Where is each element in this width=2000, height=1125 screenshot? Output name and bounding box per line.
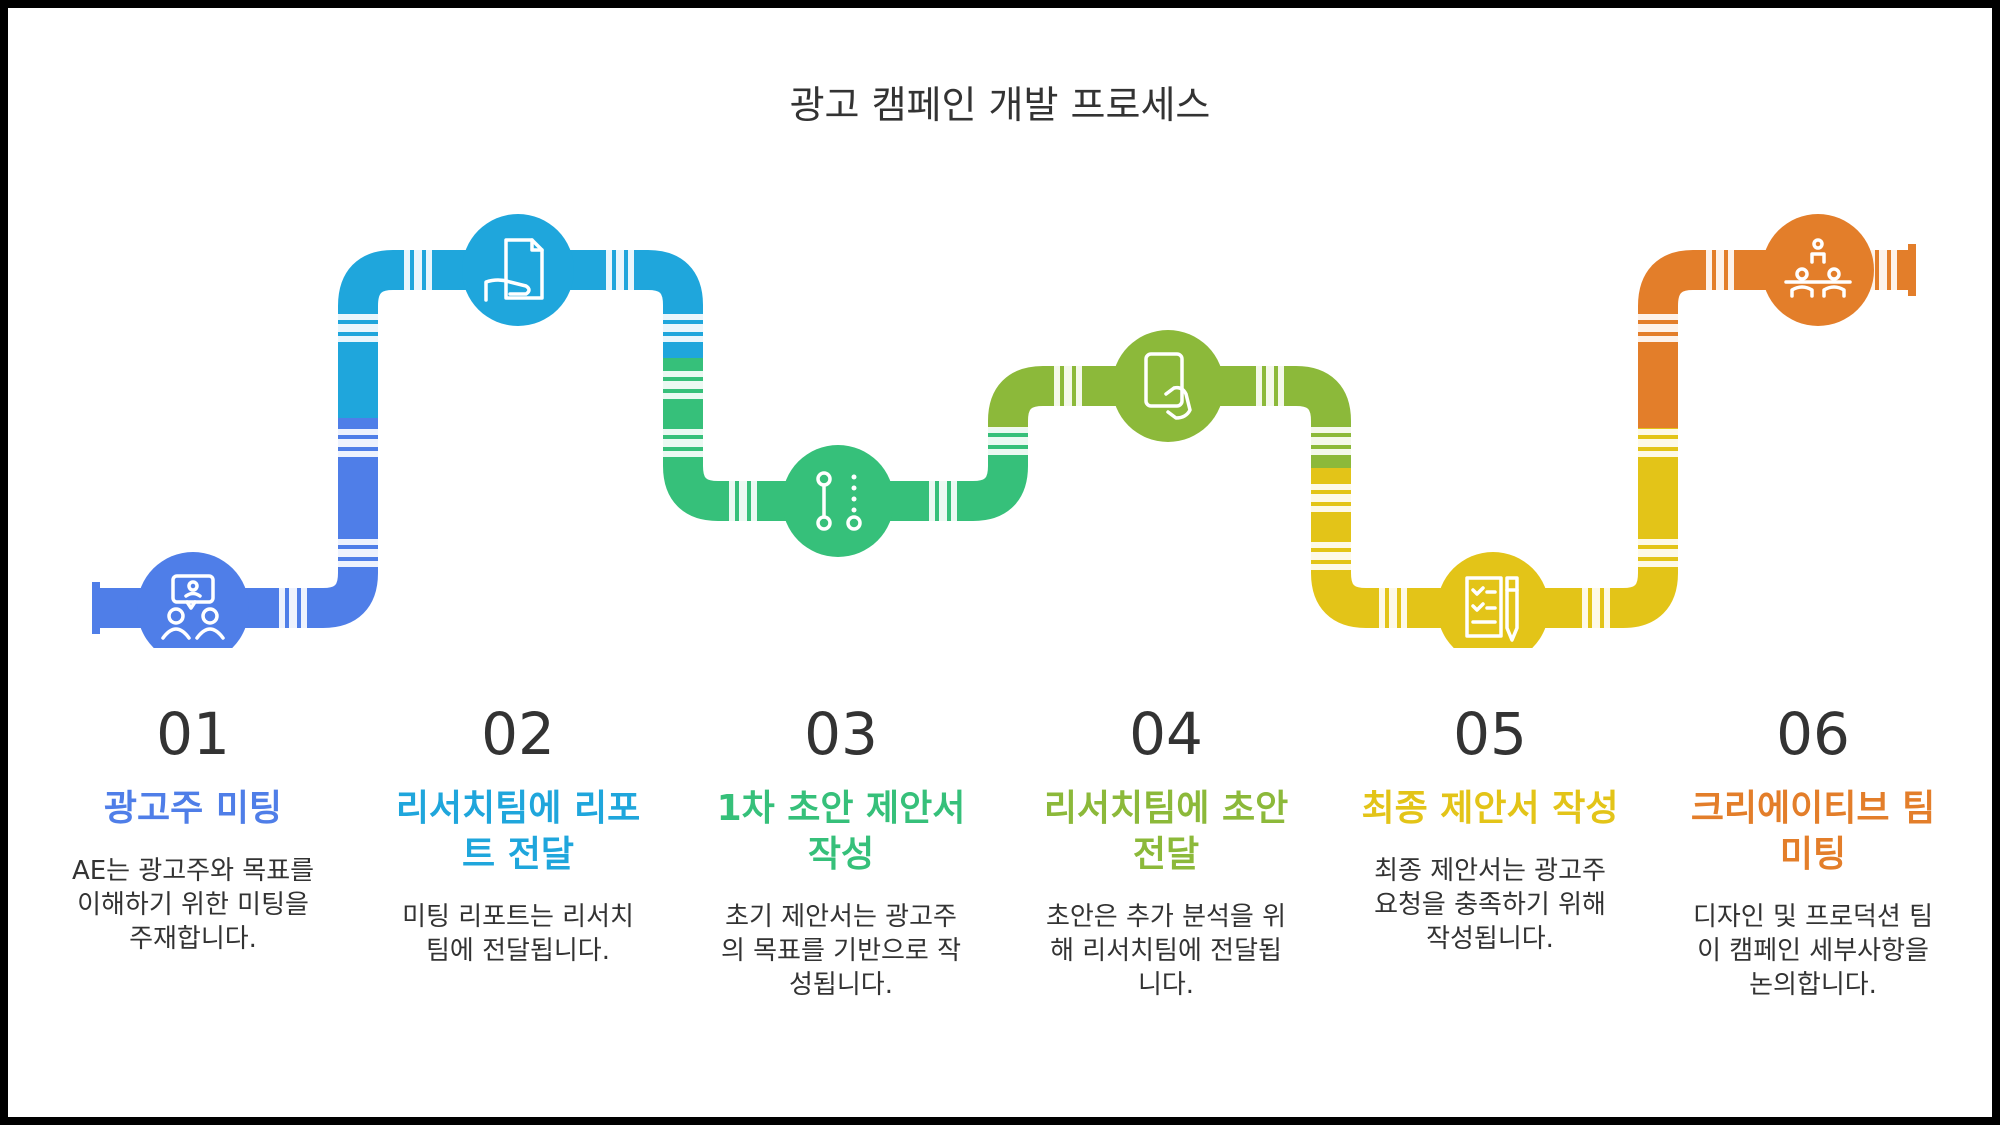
advertiser-meeting-icon bbox=[137, 552, 249, 648]
pipeline-graphic bbox=[92, 214, 1916, 648]
checklist-pen-icon bbox=[1437, 552, 1549, 648]
team-meeting-icon bbox=[1762, 214, 1874, 326]
step-description: 디자인 및 프로덕션 팀 이 캠페인 세부사항을 논의합니다. bbox=[1692, 902, 1934, 1000]
pipe-segment-2 bbox=[338, 250, 703, 418]
step-5: 05 최종 제안서 작성 최종 제안서는 광고주 요청을 충족하기 위해 작성됩… bbox=[1350, 698, 1630, 956]
diagram-frame: 광고 캠페인 개발 프로세스 bbox=[8, 8, 1992, 1117]
step-description: 초기 제안서는 광고주 의 목표를 기반으로 작 성됩니다. bbox=[720, 902, 962, 1000]
git-flow-icon bbox=[782, 445, 894, 557]
step-4: 04 리서치팀에 초안 전달 초안은 추가 분석을 위 해 리서치팀에 전달됩 … bbox=[1026, 698, 1306, 1002]
step-number: 03 bbox=[804, 700, 878, 768]
step-description: 미팅 리포트는 리서치 팀에 전달됩니다. bbox=[402, 902, 634, 966]
step-heading: 크리에이티브 팀 미팅 bbox=[1690, 788, 1936, 875]
step-1: 01 광고주 미팅 AE는 광고주와 목표를 이해하기 위한 미팅을 주재합니다… bbox=[53, 698, 333, 956]
step-2: 02 리서치팀에 리포 트 전달 미팅 리포트는 리서치 팀에 전달됩니다. bbox=[378, 698, 658, 968]
step-description: 초안은 추가 분석을 위 해 리서치팀에 전달됩 니다. bbox=[1045, 902, 1287, 1000]
document-hand-icon bbox=[462, 214, 574, 326]
step-description: 최종 제안서는 광고주 요청을 충족하기 위해 작성됩니다. bbox=[1374, 856, 1606, 954]
step-heading: 리서치팀에 리포 트 전달 bbox=[395, 788, 641, 875]
step-heading: 광고주 미팅 bbox=[103, 788, 283, 829]
diagram-title: 광고 캠페인 개발 프로세스 bbox=[789, 83, 1211, 127]
step-number: 02 bbox=[481, 700, 555, 768]
step-heading: 리서치팀에 초안 전달 bbox=[1043, 788, 1289, 875]
pipe-segment-6 bbox=[1638, 250, 1908, 428]
step-heading: 최종 제안서 작성 bbox=[1361, 788, 1619, 829]
step-description: AE는 광고주와 목표를 이해하기 위한 미팅을 주재합니다. bbox=[71, 856, 315, 954]
step-3: 03 1차 초안 제안서 작성 초기 제안서는 광고주 의 목표를 기반으로 작… bbox=[701, 698, 981, 1002]
step-number: 04 bbox=[1129, 700, 1203, 768]
pipe-segment-1 bbox=[100, 418, 378, 628]
step-number: 05 bbox=[1453, 700, 1527, 768]
step-6: 06 크리에이티브 팀 미팅 디자인 및 프로덕션 팀 이 캠페인 세부사항을 … bbox=[1673, 698, 1953, 1002]
step-heading: 1차 초안 제안서 작성 bbox=[716, 788, 966, 875]
step-number: 06 bbox=[1776, 700, 1850, 768]
tablet-hand-icon bbox=[1112, 330, 1224, 442]
step-number: 01 bbox=[156, 700, 230, 768]
